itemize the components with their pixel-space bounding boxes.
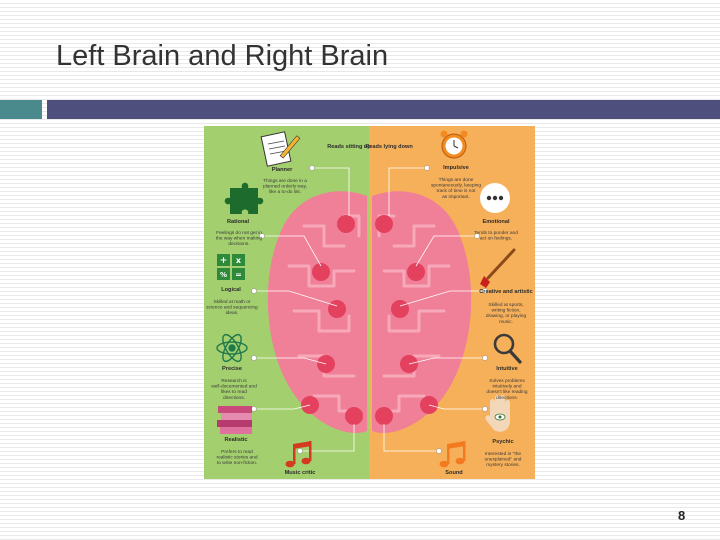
brain-infographic: + x % = xyxy=(204,126,535,479)
page-number: 8 xyxy=(678,508,686,523)
calculator-icon: + x % = xyxy=(217,254,245,280)
notepad-pencil-icon xyxy=(260,131,301,167)
svg-text:=: = xyxy=(235,270,242,279)
label-intuitive: Intuitive xyxy=(496,366,517,372)
paintbrush-icon xyxy=(480,248,516,288)
label-realistic: Realistic xyxy=(224,437,247,443)
svg-text:x: x xyxy=(236,256,242,265)
svg-text:%: % xyxy=(220,271,227,279)
music-note-icon-left xyxy=(285,441,312,468)
desc-creative: Skilled at sports,writing fiction,drawin… xyxy=(486,302,527,325)
hand-eye-icon xyxy=(485,395,510,432)
accent-bar-teal xyxy=(0,100,42,119)
alarm-clock-icon xyxy=(440,130,468,159)
brain-illustration xyxy=(267,191,472,433)
label-logical: Logical xyxy=(221,287,241,293)
label-emotional: Emotional xyxy=(482,219,509,225)
label-impulsive: Impulsive xyxy=(443,165,469,171)
right-top-label: Reads lying down xyxy=(365,144,413,150)
slide-title: Left Brain and Right Brain xyxy=(56,40,389,72)
speech-bubble-icon xyxy=(480,183,510,213)
label-precise: Precise xyxy=(222,366,242,372)
label-sound: Sound xyxy=(445,470,463,476)
label-psychic: Psychic xyxy=(492,439,513,445)
label-rational: Rational xyxy=(227,219,250,225)
book-stack-icon xyxy=(217,406,252,434)
label-creative: Creative and artistic xyxy=(479,289,532,295)
magnifier-icon xyxy=(493,333,522,364)
connector-lines xyxy=(254,167,485,452)
label-planner: Planner xyxy=(272,167,293,173)
puzzle-piece-icon xyxy=(224,182,264,214)
atom-icon xyxy=(216,333,248,363)
svg-text:+: + xyxy=(220,256,228,266)
accent-bar-navy xyxy=(47,100,720,119)
music-note-icon-right xyxy=(439,441,466,468)
left-top-label: Reads sitting up xyxy=(327,144,371,150)
label-music-critic: Music critic xyxy=(285,470,316,476)
